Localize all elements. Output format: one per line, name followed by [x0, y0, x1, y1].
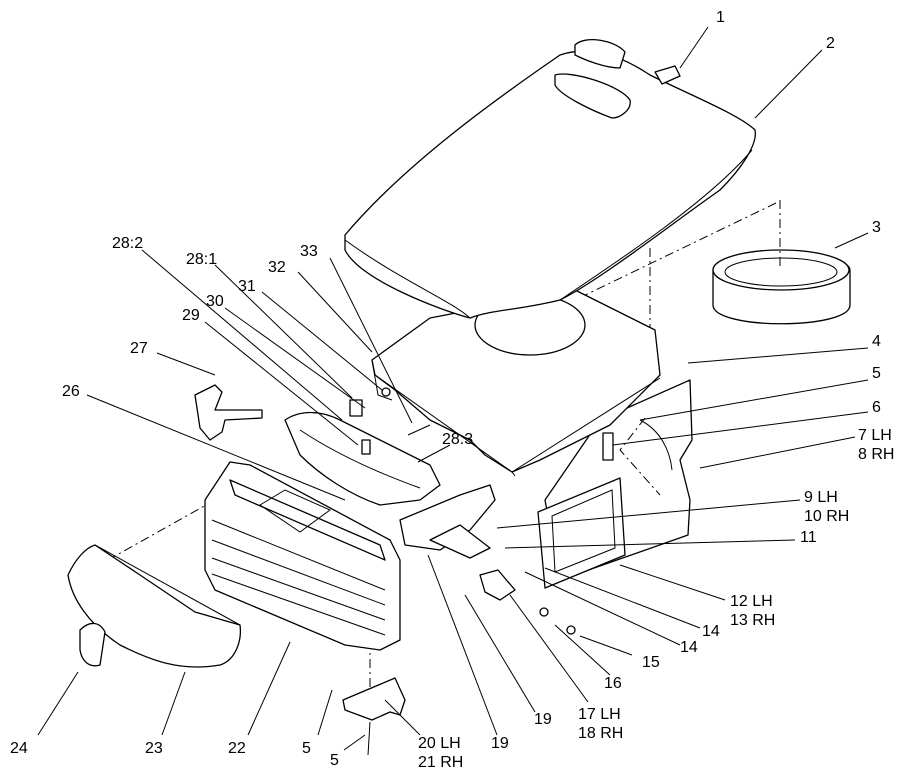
callout-15: 15 — [642, 654, 660, 671]
callout-28-1: 28:1 — [186, 251, 217, 268]
callout-32: 32 — [268, 259, 286, 276]
frame-bracket — [399, 484, 496, 559]
ring-part-3 — [712, 249, 851, 325]
callout-24: 24 — [10, 740, 28, 757]
callout-5b: 5 — [330, 752, 339, 769]
callout-11: 11 — [800, 529, 817, 546]
callout-19b: 19 — [491, 735, 509, 752]
callout-23: 23 — [145, 740, 163, 757]
bolt-part-5 — [367, 721, 371, 756]
callout-28-2: 28:2 — [112, 235, 143, 252]
callout-28-3: 28:3 — [442, 431, 473, 448]
side-panel-12-13 — [537, 477, 626, 589]
callout-27: 27 — [130, 340, 148, 357]
callout-14a: 14 — [702, 623, 720, 640]
hood-liner-28-3 — [284, 411, 441, 506]
callout-1: 1 — [716, 9, 725, 26]
bumper-edge — [94, 544, 241, 626]
callout-3: 3 — [872, 219, 881, 236]
bracket-part-20-21 — [342, 677, 406, 721]
callout-4: 4 — [872, 333, 881, 350]
callout-5c: 5 — [302, 740, 311, 757]
callout-30: 30 — [206, 293, 224, 310]
callout-31: 31 — [238, 278, 256, 295]
callout-6: 6 — [872, 399, 881, 416]
callout-2: 2 — [826, 35, 835, 52]
strip-part-6 — [602, 432, 614, 461]
grille-part-22 — [204, 461, 401, 651]
callout-26: 26 — [62, 383, 80, 400]
hood-part-2 — [344, 39, 756, 319]
washer-part-14 — [539, 607, 549, 617]
leader-lines — [37, 26, 869, 751]
callout-5: 5 — [872, 365, 881, 382]
bracket-part-17-18 — [479, 569, 516, 601]
callout-22: 22 — [228, 740, 246, 757]
bracket-part-27 — [194, 384, 263, 441]
callout-14b: 14 — [680, 639, 698, 656]
callout-33: 33 — [300, 243, 318, 260]
emblem-part-24 — [79, 622, 106, 667]
callout-19a: 19 — [534, 711, 552, 728]
bolt-part-16 — [566, 625, 576, 635]
callout-29: 29 — [182, 307, 200, 324]
callout-16: 16 — [604, 675, 622, 692]
